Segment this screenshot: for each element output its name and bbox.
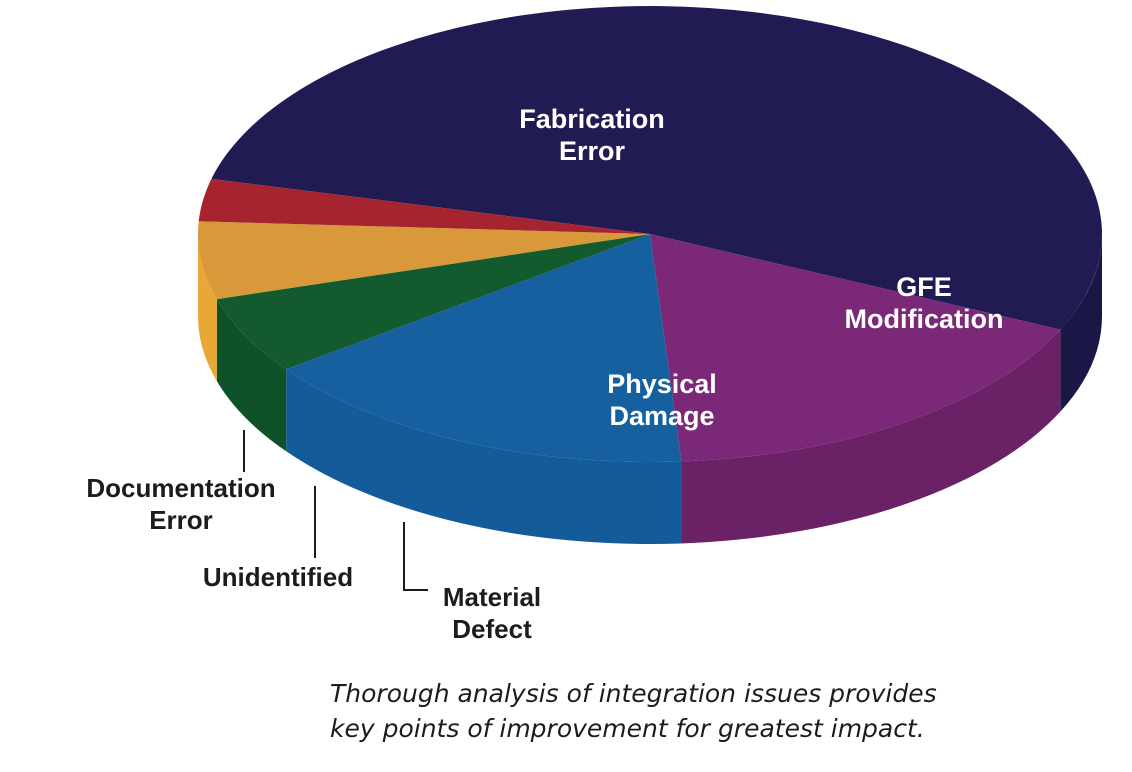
leader-lines bbox=[243, 430, 428, 591]
pie-side-layer bbox=[198, 234, 1102, 544]
chart-caption: Thorough analysis of integration issues … bbox=[330, 676, 1090, 746]
pie-side-fabrication bbox=[1060, 234, 1102, 412]
pie-slice-documentation bbox=[198, 178, 650, 234]
pie-side-unidentified bbox=[198, 234, 217, 382]
pie-side-physical bbox=[286, 369, 682, 544]
slice-label-unidentified-line-1: Unidentified bbox=[203, 562, 353, 592]
pie-slice-fabrication bbox=[211, 6, 1102, 330]
slice-label-gfe-line-1: GFE bbox=[896, 272, 952, 302]
slice-label-unidentified: Unidentified bbox=[203, 562, 353, 592]
slice-label-material-line-1: Material bbox=[443, 582, 541, 612]
slice-label-gfe-line-2: Modification bbox=[845, 304, 1004, 334]
pie-slice-gfe bbox=[650, 234, 1061, 462]
pie-top-layer bbox=[198, 6, 1102, 462]
leader-line-material bbox=[403, 522, 428, 591]
caption-line-1: Thorough analysis of integration issues … bbox=[330, 679, 937, 708]
pie-slice-material bbox=[216, 234, 650, 370]
slice-label-material-line-2: Defect bbox=[452, 614, 532, 644]
pie-slice-physical bbox=[286, 234, 682, 462]
slice-label-documentation-line-1: Documentation bbox=[86, 473, 275, 503]
slice-label-physical-line-1: Physical bbox=[607, 369, 717, 399]
slice-label-fabrication-line-1: Fabrication bbox=[519, 104, 665, 134]
pie-side-material bbox=[216, 299, 287, 452]
pie-side-gfe bbox=[681, 329, 1061, 544]
pie-slice-unidentified bbox=[198, 221, 650, 300]
caption-line-2: key points of improvement for greatest i… bbox=[330, 714, 925, 743]
slice-label-fabrication-line-2: Error bbox=[559, 136, 626, 166]
slice-label-documentation-line-2: Error bbox=[149, 505, 213, 535]
slice-label-physical-line-2: Damage bbox=[609, 401, 714, 431]
